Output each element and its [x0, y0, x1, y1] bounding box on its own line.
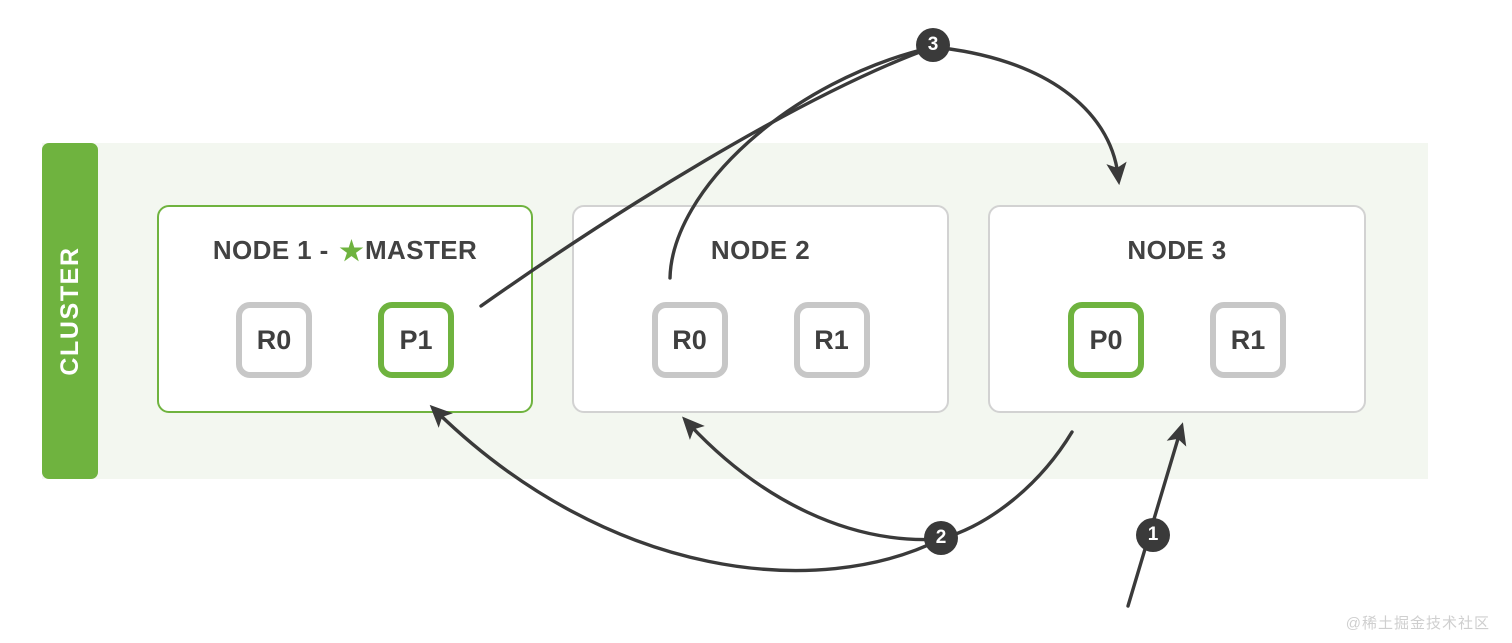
node-card-node-1[interactable]: NODE 1 - ★MASTER R0 P1 — [157, 205, 533, 413]
shard-row-node-1: R0 P1 — [159, 302, 531, 378]
shard-r1-node-3[interactable]: R1 — [1210, 302, 1286, 378]
node-title-node-1: NODE 1 - ★MASTER — [159, 235, 531, 267]
master-star-icon: ★ — [339, 236, 364, 266]
node-card-node-3[interactable]: NODE 3 P0 R1 — [988, 205, 1366, 413]
shard-p0-node-3[interactable]: P0 — [1068, 302, 1144, 378]
node-title-suffix: MASTER — [364, 235, 478, 265]
node-title-prefix: NODE 2 — [710, 235, 811, 265]
step-badge-2[interactable]: 2 — [924, 521, 958, 555]
step-badge-1[interactable]: 1 — [1136, 518, 1170, 552]
shard-p1-node-1[interactable]: P1 — [378, 302, 454, 378]
node-title-node-3: NODE 3 — [990, 235, 1364, 266]
shard-row-node-2: R0 R1 — [574, 302, 947, 378]
watermark: @稀土掘金技术社区 — [1345, 615, 1490, 632]
shard-r1-node-2[interactable]: R1 — [793, 302, 870, 378]
cluster-label: CLUSTER — [55, 246, 84, 376]
shard-row-node-3: P0 R1 — [990, 302, 1364, 378]
node-title-prefix: NODE 3 — [1127, 235, 1227, 265]
node-title-prefix: NODE 1 - — [212, 235, 337, 265]
node-title-node-2: NODE 2 — [574, 235, 947, 266]
shard-r0-node-2[interactable]: R0 — [651, 302, 728, 378]
node-card-node-2[interactable]: NODE 2 R0 R1 — [572, 205, 949, 413]
cluster-band: CLUSTER — [42, 143, 98, 479]
step-badge-3[interactable]: 3 — [916, 28, 950, 62]
shard-r0-node-1[interactable]: R0 — [236, 302, 312, 378]
